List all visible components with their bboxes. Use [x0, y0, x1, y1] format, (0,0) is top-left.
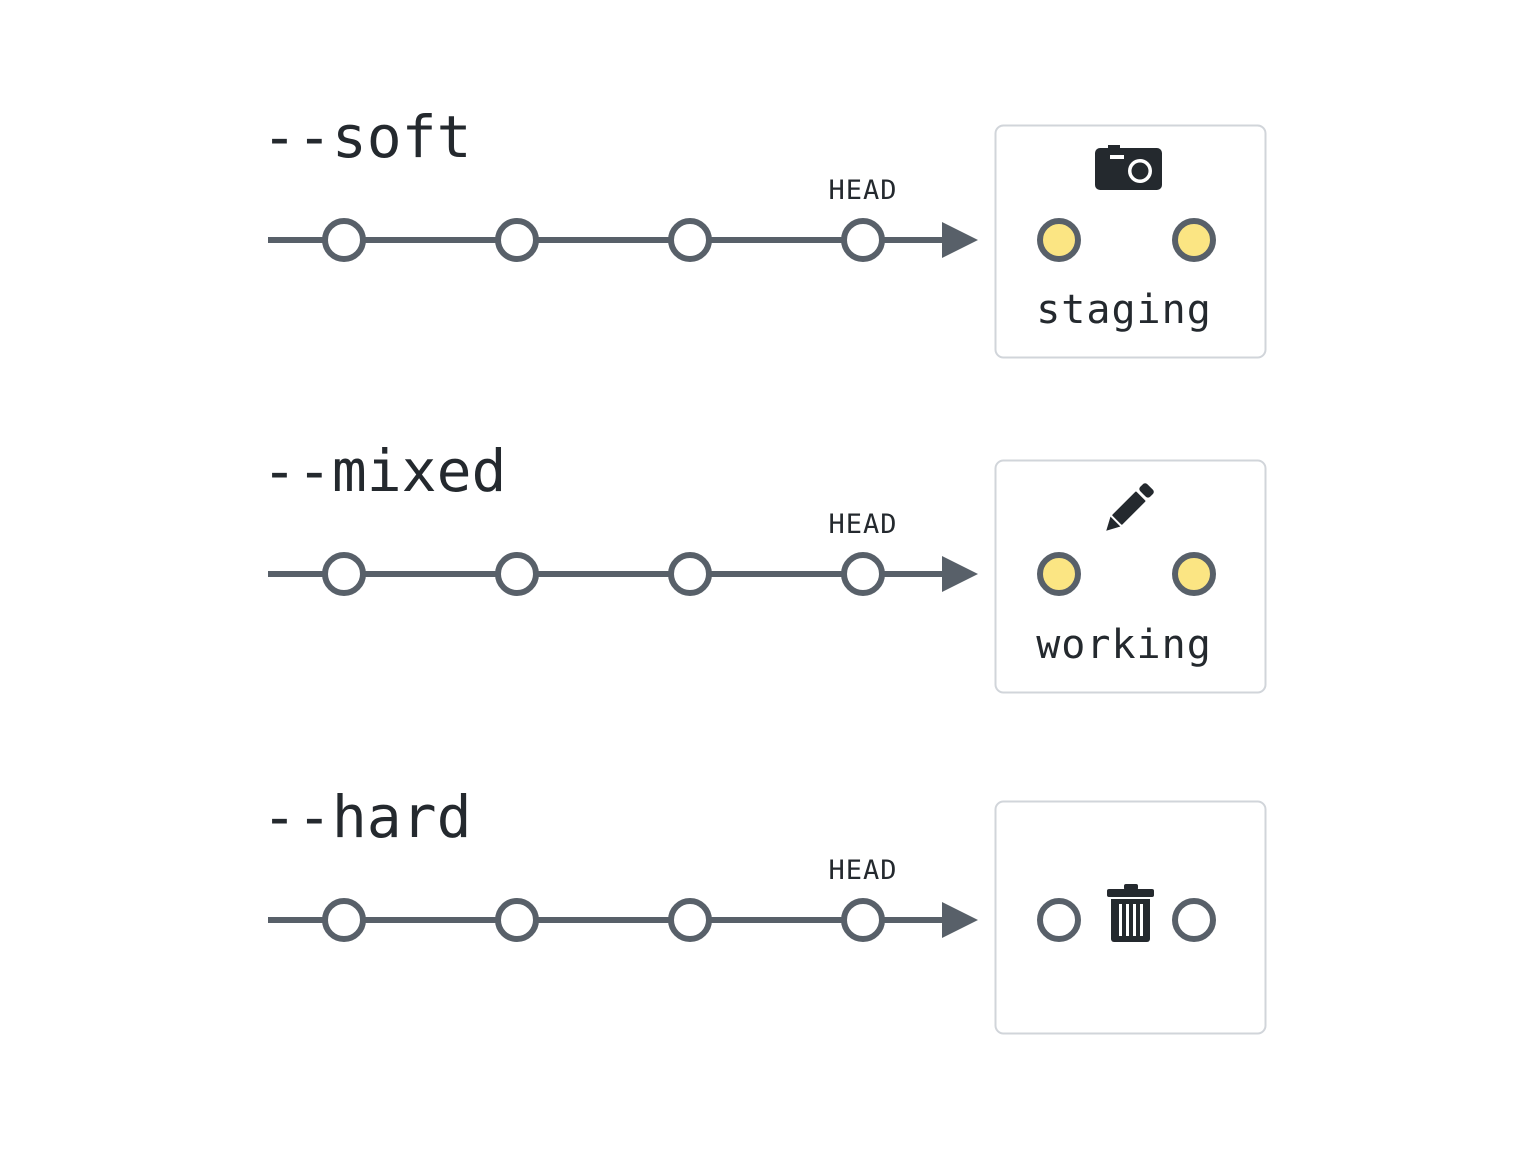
commit-node	[495, 218, 539, 262]
commit-node	[322, 898, 366, 942]
file-node	[1172, 218, 1216, 262]
mode-label: --hard	[262, 783, 472, 851]
commit-node	[668, 218, 712, 262]
area-label: staging	[1036, 287, 1212, 333]
mode-label: --soft	[262, 103, 472, 171]
head-label: HEAD	[828, 509, 897, 540]
commit-node	[322, 218, 366, 262]
pencil-icon	[1106, 483, 1154, 531]
head-label: HEAD	[828, 855, 897, 886]
area-box-frame	[994, 124, 1267, 359]
arrow-head-icon	[942, 902, 978, 938]
commit-node	[495, 552, 539, 596]
commit-node	[668, 898, 712, 942]
file-node	[1037, 898, 1081, 942]
mode-label: --mixed	[262, 437, 506, 505]
commit-node	[841, 218, 885, 262]
trash-icon	[1107, 884, 1154, 942]
arrow-head-icon	[942, 222, 978, 258]
commit-node	[841, 552, 885, 596]
area-box: working	[994, 459, 1267, 694]
area-label: working	[1036, 622, 1212, 668]
commit-node	[322, 552, 366, 596]
area-box	[994, 800, 1267, 1035]
head-label: HEAD	[828, 175, 897, 206]
file-node	[1037, 218, 1081, 262]
file-node	[1037, 552, 1081, 596]
area-box: staging	[994, 124, 1267, 359]
file-node	[1172, 898, 1216, 942]
commit-node	[495, 898, 539, 942]
commit-node	[668, 552, 712, 596]
file-node	[1172, 552, 1216, 596]
camera-icon	[1095, 145, 1162, 190]
arrow-head-icon	[942, 556, 978, 592]
area-box-frame	[994, 459, 1267, 694]
commit-node	[841, 898, 885, 942]
